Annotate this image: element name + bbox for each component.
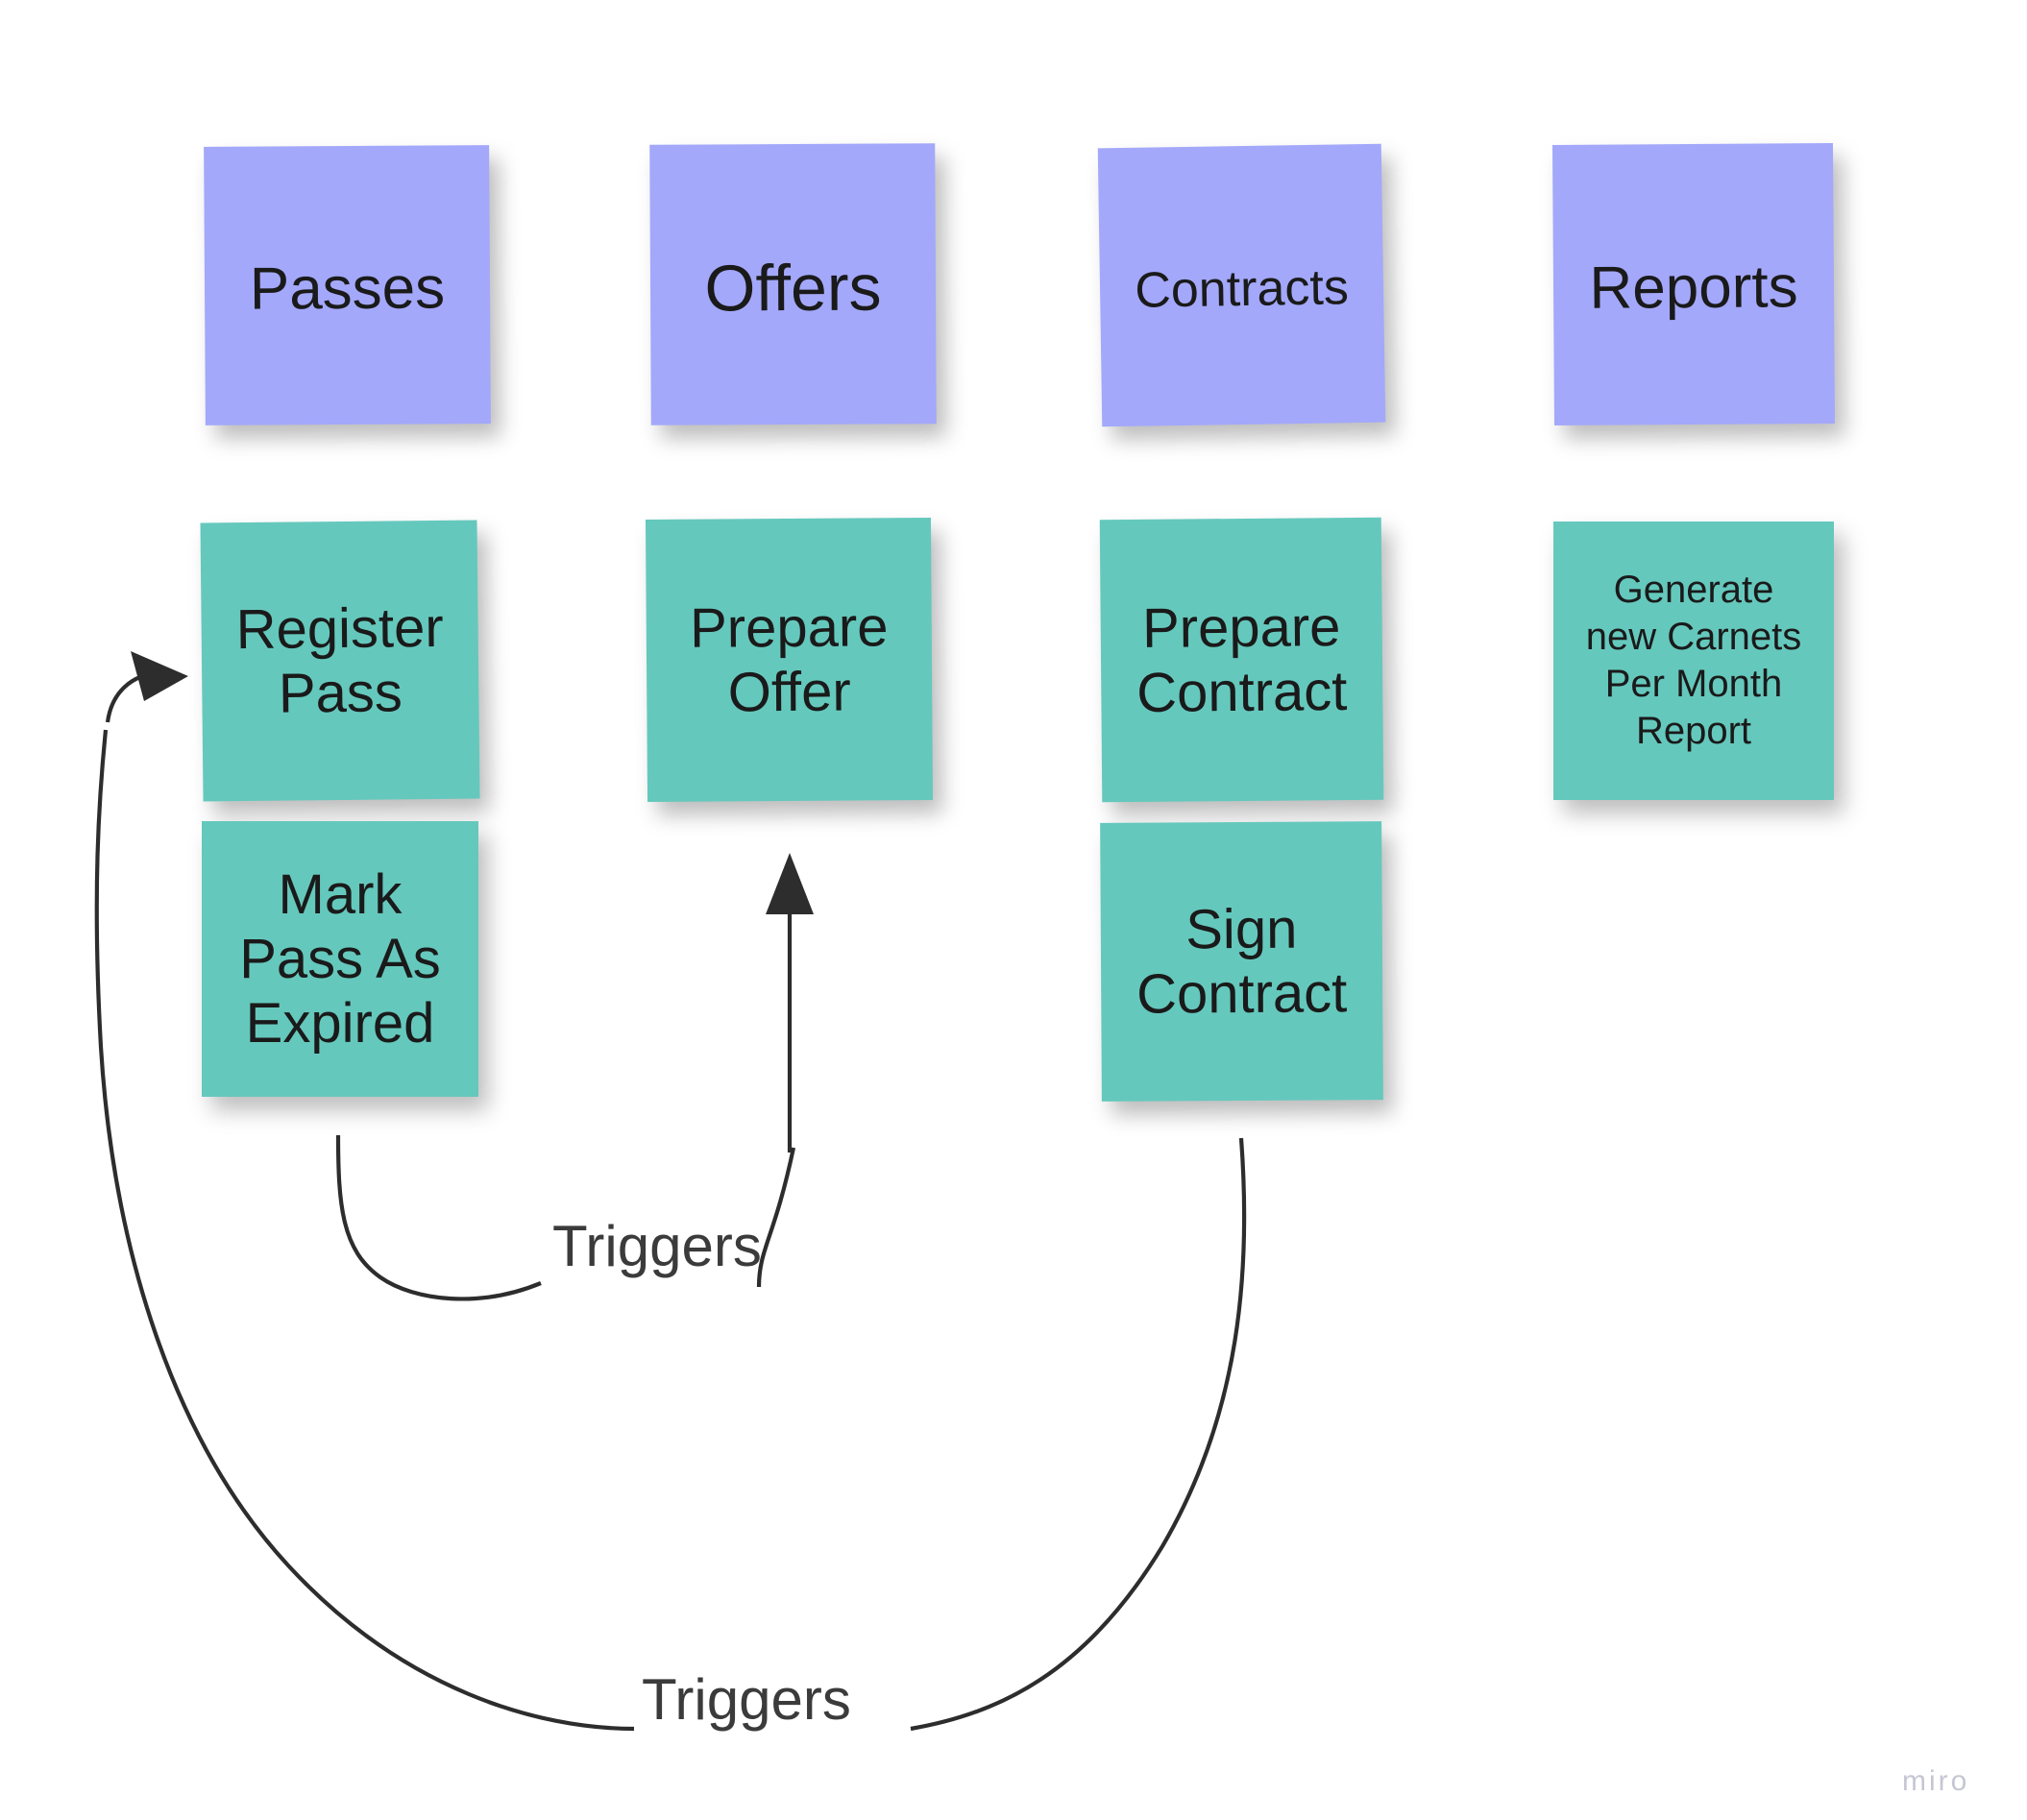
action-note-prepare-offer[interactable]: Prepare Offer bbox=[645, 517, 934, 803]
category-note-contracts[interactable]: Contracts bbox=[1097, 143, 1386, 427]
category-note-passes-label: Passes bbox=[249, 255, 446, 323]
category-note-offers-label: Offers bbox=[704, 251, 882, 326]
category-note-contracts-label: Contracts bbox=[1134, 259, 1350, 319]
action-note-register-pass[interactable]: Register Pass bbox=[200, 520, 480, 802]
action-note-prepare-contract[interactable]: Prepare Contract bbox=[1099, 517, 1384, 803]
action-note-register-pass-label: Register Pass bbox=[235, 595, 444, 725]
action-note-prepare-contract-label: Prepare Contract bbox=[1136, 595, 1348, 724]
action-note-sign-contract-label: Sign Contract bbox=[1136, 897, 1348, 1026]
connector-label-triggers-offer: Triggers bbox=[552, 1214, 762, 1278]
connector-label-triggers-pass: Triggers bbox=[642, 1667, 851, 1732]
action-note-prepare-offer-label: Prepare Offer bbox=[689, 595, 889, 724]
category-note-passes[interactable]: Passes bbox=[204, 145, 491, 425]
action-note-mark-pass-as-expired-label: Mark Pass As Expired bbox=[239, 862, 441, 1056]
category-note-offers[interactable]: Offers bbox=[649, 143, 937, 425]
category-note-reports-label: Reports bbox=[1589, 254, 1798, 322]
action-note-generate-new-carnets-per-month-report-label: Generate new Carnets Per Month Report bbox=[1585, 569, 1802, 752]
action-note-generate-new-carnets-per-month-report[interactable]: Generate new Carnets Per Month Report bbox=[1553, 522, 1834, 800]
category-note-reports[interactable]: Reports bbox=[1551, 142, 1836, 426]
miro-watermark: miro bbox=[1902, 1765, 1970, 1797]
action-note-mark-pass-as-expired[interactable]: Mark Pass As Expired bbox=[202, 821, 478, 1097]
connector-sign-contract-to-register-pass[interactable] bbox=[94, 651, 1247, 1732]
action-note-sign-contract[interactable]: Sign Contract bbox=[1100, 821, 1383, 1102]
